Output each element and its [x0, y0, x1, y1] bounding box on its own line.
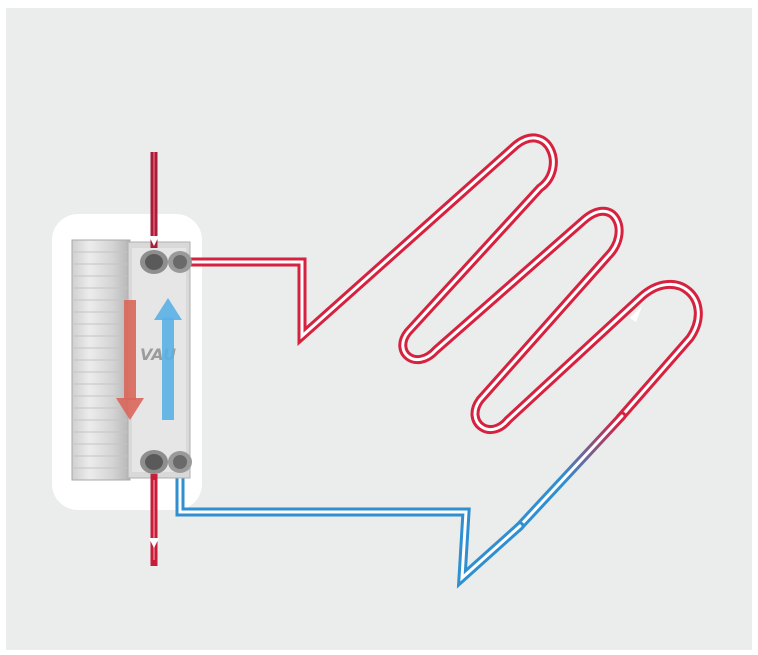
primary-outlet [149, 474, 159, 566]
primary-hot-inlet [149, 152, 159, 248]
plate-heat-exchanger: VAU [72, 240, 192, 480]
